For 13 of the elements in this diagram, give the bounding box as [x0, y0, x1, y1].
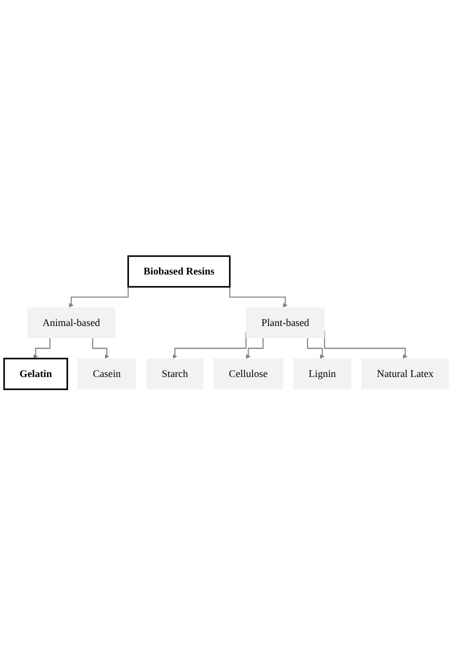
node-box: Biobased Resins — [127, 255, 231, 288]
arrow — [306, 338, 325, 359]
node-box: Casein — [78, 358, 136, 390]
node-box: Plant-based — [246, 307, 325, 338]
node-box: Lignin — [293, 358, 352, 390]
arrow — [246, 338, 264, 359]
node-box: Starch — [146, 358, 204, 390]
arrow — [33, 338, 50, 359]
node-box: Natural Latex — [362, 358, 449, 390]
node-box: Animal-based — [27, 307, 116, 338]
node-box: Gelatin — [3, 358, 68, 390]
arrow — [92, 338, 110, 359]
node-box: Cellulose — [214, 358, 283, 390]
